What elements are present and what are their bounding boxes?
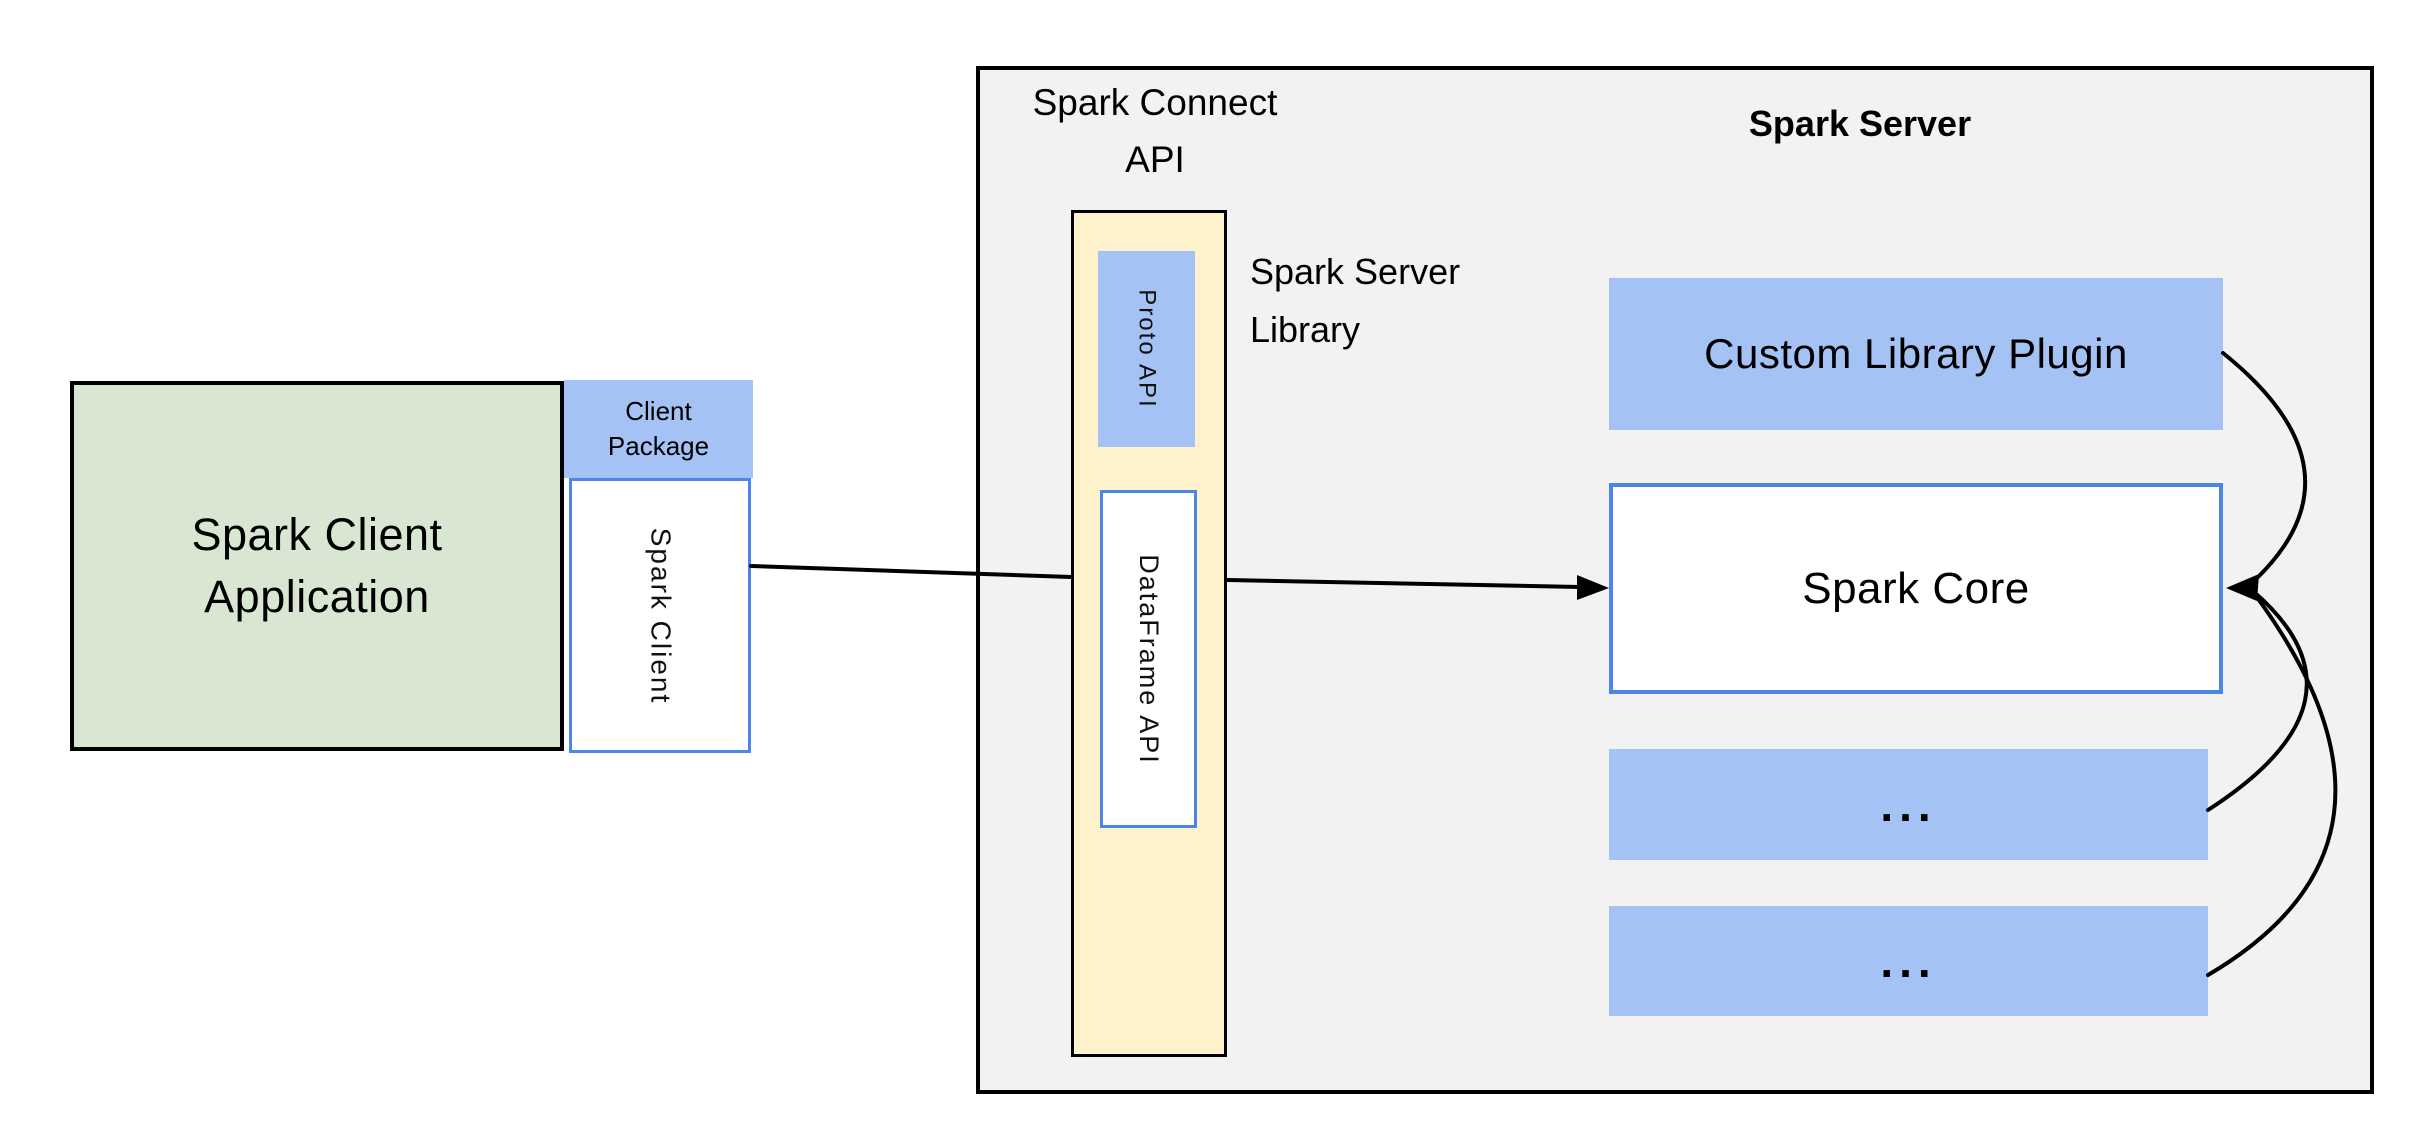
plugin-slot-1-box: ... [1609, 749, 2208, 860]
plugin-slot-2-box: ... [1609, 906, 2208, 1016]
dataframe-api-vertical-label: DataFrame API [1134, 553, 1165, 765]
client-package-box: Client Package [564, 380, 753, 478]
spark-core-box: Spark Core [1609, 483, 2223, 694]
spark-client-vertical-label: Spark Client [645, 527, 677, 704]
proto-api-vertical-label: Proto API [1133, 289, 1161, 409]
dataframe-api-box: DataFrame API [1100, 490, 1197, 828]
custom-library-plugin-box: Custom Library Plugin [1609, 278, 2223, 430]
proto-api-box: Proto API [1098, 251, 1195, 447]
spark-server-library-label: Spark Server Library [1250, 243, 1580, 359]
spark-client-application-box: Spark Client Application [70, 381, 564, 751]
client-package-line2: Package [607, 431, 710, 461]
spark-connect-api-label-line2: API [1125, 139, 1185, 180]
client-package-line1: Client [625, 396, 692, 426]
spark-server-library-label-line2: Library [1250, 309, 1361, 350]
spark-client-application-line1: Spark Client [191, 509, 443, 560]
spark-connect-api-label-line1: Spark Connect [1032, 82, 1278, 123]
spark-server-label: Spark Server [1748, 103, 1972, 144]
spark-client-box: Spark Client [569, 478, 751, 753]
spark-server-library-label-line1: Spark Server [1250, 251, 1461, 292]
spark-connect-api-label: Spark Connect API [990, 74, 1320, 188]
spark-client-application-line2: Application [204, 571, 430, 622]
